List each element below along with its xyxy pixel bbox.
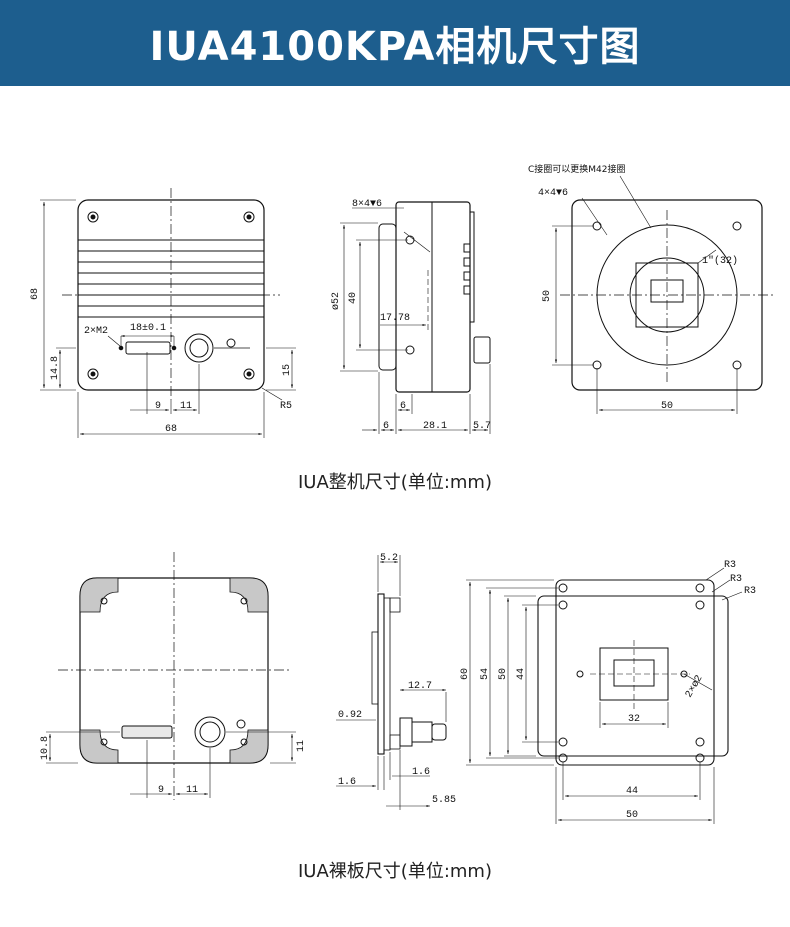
side-depth-back-label: 5.7 [473, 421, 491, 432]
side-depth-body-label: 28.1 [423, 421, 447, 432]
side-diameter-label: ø52 [331, 292, 342, 310]
page-title: IUA4100KPA相机尺寸图 [149, 24, 641, 70]
board-front-center-offset-label: 11 [186, 785, 198, 796]
board-side-pcb2-label: 1.6 [412, 767, 430, 778]
board-front-height-label: 10.8 [40, 736, 51, 760]
back-mount-note: C接圈可以更换M42接圈 [528, 163, 626, 175]
front-hole-label: 2×M2 [84, 326, 108, 337]
board-back-view [466, 567, 743, 824]
complete-unit-caption: IUA整机尺寸(单位:mm) [298, 472, 492, 493]
board-side-pcb-label: 1.6 [338, 777, 356, 788]
back-width-label: 50 [661, 401, 673, 412]
front-height-label: 68 [30, 288, 41, 300]
board-back-h44-label: 44 [516, 668, 527, 680]
camera-front-view [40, 188, 296, 438]
back-sensor-label: 1"(32) [702, 255, 738, 267]
front-usb-offset-label: 9 [155, 401, 161, 412]
board-front-usb-offset-label: 9 [158, 785, 164, 796]
front-right-height-label: 15 [282, 364, 293, 376]
board-back-r2-label: R3 [730, 574, 742, 585]
board-side-depth-label: 5.85 [432, 795, 456, 806]
back-height-label: 50 [542, 290, 553, 302]
board-side-view [336, 555, 447, 810]
board-back-w50-label: 50 [626, 810, 638, 821]
board-back-h50-label: 50 [498, 668, 509, 680]
front-center-offset-label: 11 [180, 401, 192, 412]
board-side-top-label: 5.2 [380, 553, 398, 564]
board-back-holes-label: 2×ø2 [684, 674, 706, 700]
side-depth-front-label: 6 [383, 421, 389, 432]
board-back-w44-label: 44 [626, 786, 638, 797]
board-side-thickness-label: 0.92 [338, 710, 362, 721]
back-holes-label: 4×4▼6 [538, 188, 568, 199]
board-front-right-height-label: 11 [296, 740, 307, 752]
side-offset-label: 17.78 [380, 313, 410, 324]
side-height-label: 40 [348, 292, 359, 304]
front-width-label: 68 [165, 424, 177, 435]
side-holes-label: 8×4▼6 [352, 199, 382, 210]
board-front-view [46, 552, 296, 800]
title-banner: IUA4100KPA相机尺寸图 [0, 0, 790, 86]
board-back-h54-label: 54 [480, 668, 491, 680]
camera-back-view [552, 175, 775, 414]
board-back-r1-label: R3 [724, 560, 736, 571]
board-back-h60-label: 60 [460, 668, 471, 680]
bare-board-caption: IUA裸板尺寸(单位:mm) [298, 861, 492, 882]
board-back-r3-label: R3 [744, 586, 756, 597]
front-radius-label: R5 [280, 401, 292, 412]
front-bottom-height-label: 14.8 [50, 356, 61, 380]
camera-side-view [340, 201, 491, 434]
board-side-connector-label: 12.7 [408, 681, 432, 692]
board-back-w32-label: 32 [628, 714, 640, 725]
side-inner-label: 6 [400, 401, 406, 412]
front-hole-pitch-label: 18±0.1 [130, 323, 166, 334]
